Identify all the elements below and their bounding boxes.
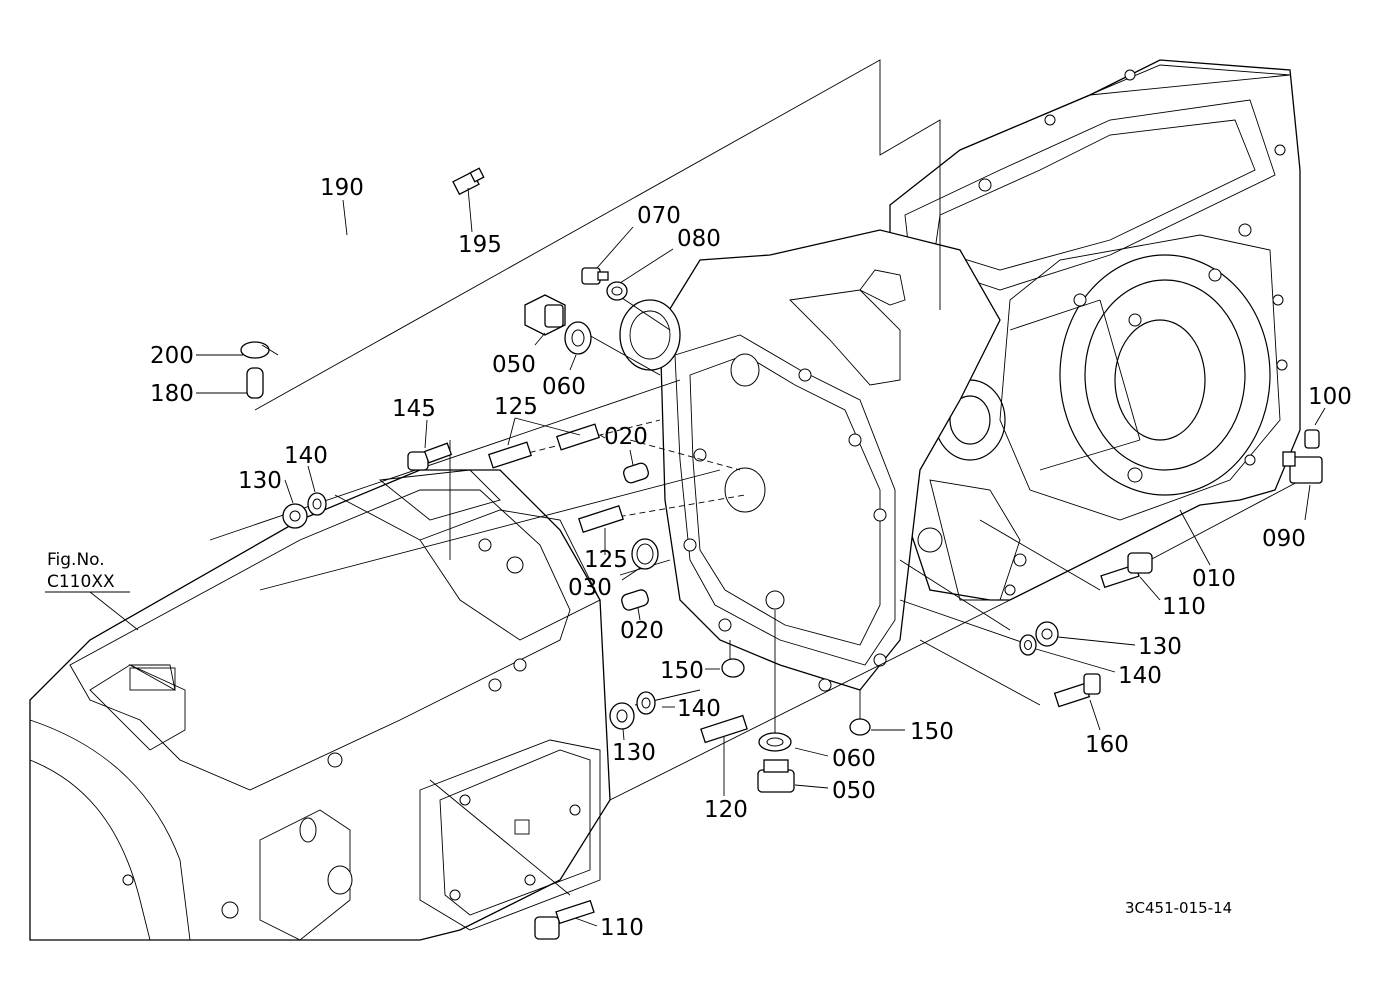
label-190: 190 (320, 175, 364, 201)
drawing-code: 3C451-015-14 (1125, 899, 1232, 917)
label-110-bottom: 110 (600, 915, 644, 941)
label-130-right: 130 (1138, 634, 1182, 660)
label-080: 080 (677, 226, 721, 252)
part-labels: 190 195 200 180 070 080 050 060 145 125 … (150, 175, 1352, 941)
pipe-190 (248, 183, 472, 332)
nut-130-right (1035, 621, 1059, 647)
label-130-mid: 130 (612, 740, 656, 766)
label-020-top: 020 (604, 424, 648, 450)
bolt-145 (407, 442, 453, 471)
middle-housing (619, 229, 1001, 692)
label-060-top: 060 (542, 374, 586, 400)
label-150-b: 150 (910, 719, 954, 745)
figure-ref-line2: C110XX (47, 572, 115, 592)
label-180: 180 (150, 381, 194, 407)
front-housing (29, 469, 611, 941)
label-130-left: 130 (238, 468, 282, 494)
label-120: 120 (704, 797, 748, 823)
label-140-mid: 140 (677, 696, 721, 722)
plug-050-bottom (757, 759, 795, 793)
washer-140-right (1019, 634, 1037, 656)
seal-060-top (564, 321, 592, 355)
pin-020-top (623, 462, 649, 484)
stud-125-top (487, 423, 601, 469)
label-195: 195 (458, 232, 502, 258)
label-200: 200 (150, 343, 194, 369)
label-140-right: 140 (1118, 663, 1162, 689)
seal-060-bottom (758, 732, 792, 752)
nut-130-left (282, 503, 308, 529)
label-050-top: 050 (492, 352, 536, 378)
label-125-top: 125 (494, 394, 538, 420)
cap-150-a (721, 658, 745, 678)
plug-100 (1304, 429, 1320, 449)
ring-030 (631, 538, 659, 570)
fitting-160 (1053, 673, 1101, 708)
plug-070 (581, 267, 609, 285)
plug-050-top (524, 294, 566, 336)
label-090: 090 (1262, 526, 1306, 552)
nut-130-mid (609, 702, 635, 730)
label-010: 010 (1192, 566, 1236, 592)
bolt-110-bottom (534, 899, 595, 940)
fitting-195 (452, 167, 485, 196)
label-020-bottom: 020 (620, 618, 664, 644)
rear-housing-010 (879, 59, 1301, 601)
figure-ref-line1: Fig.No. (47, 550, 105, 570)
elbow-090 (1282, 451, 1323, 484)
label-125-mid: 125 (584, 547, 628, 573)
bolt-110-right (1100, 552, 1153, 589)
label-160: 160 (1085, 732, 1129, 758)
label-110-right: 110 (1162, 594, 1206, 620)
label-050-bottom: 050 (832, 778, 876, 804)
hose-180 (246, 367, 264, 399)
label-100: 100 (1308, 384, 1352, 410)
label-145: 145 (392, 396, 436, 422)
stud-120 (700, 714, 748, 744)
washer-140-mid (636, 691, 656, 715)
label-150-a: 150 (660, 658, 704, 684)
label-140-left: 140 (284, 443, 328, 469)
clamp-200 (240, 341, 279, 359)
label-060-bottom: 060 (832, 746, 876, 772)
washer-080 (606, 281, 628, 301)
pin-020-bottom (621, 589, 649, 611)
leader-lines (209, 59, 1321, 896)
label-030: 030 (568, 575, 612, 601)
washer-140-left (307, 492, 327, 516)
stud-125-mid (578, 505, 624, 533)
label-070: 070 (637, 203, 681, 229)
cap-150-b (849, 718, 871, 736)
callout-leaders (45, 187, 1326, 927)
